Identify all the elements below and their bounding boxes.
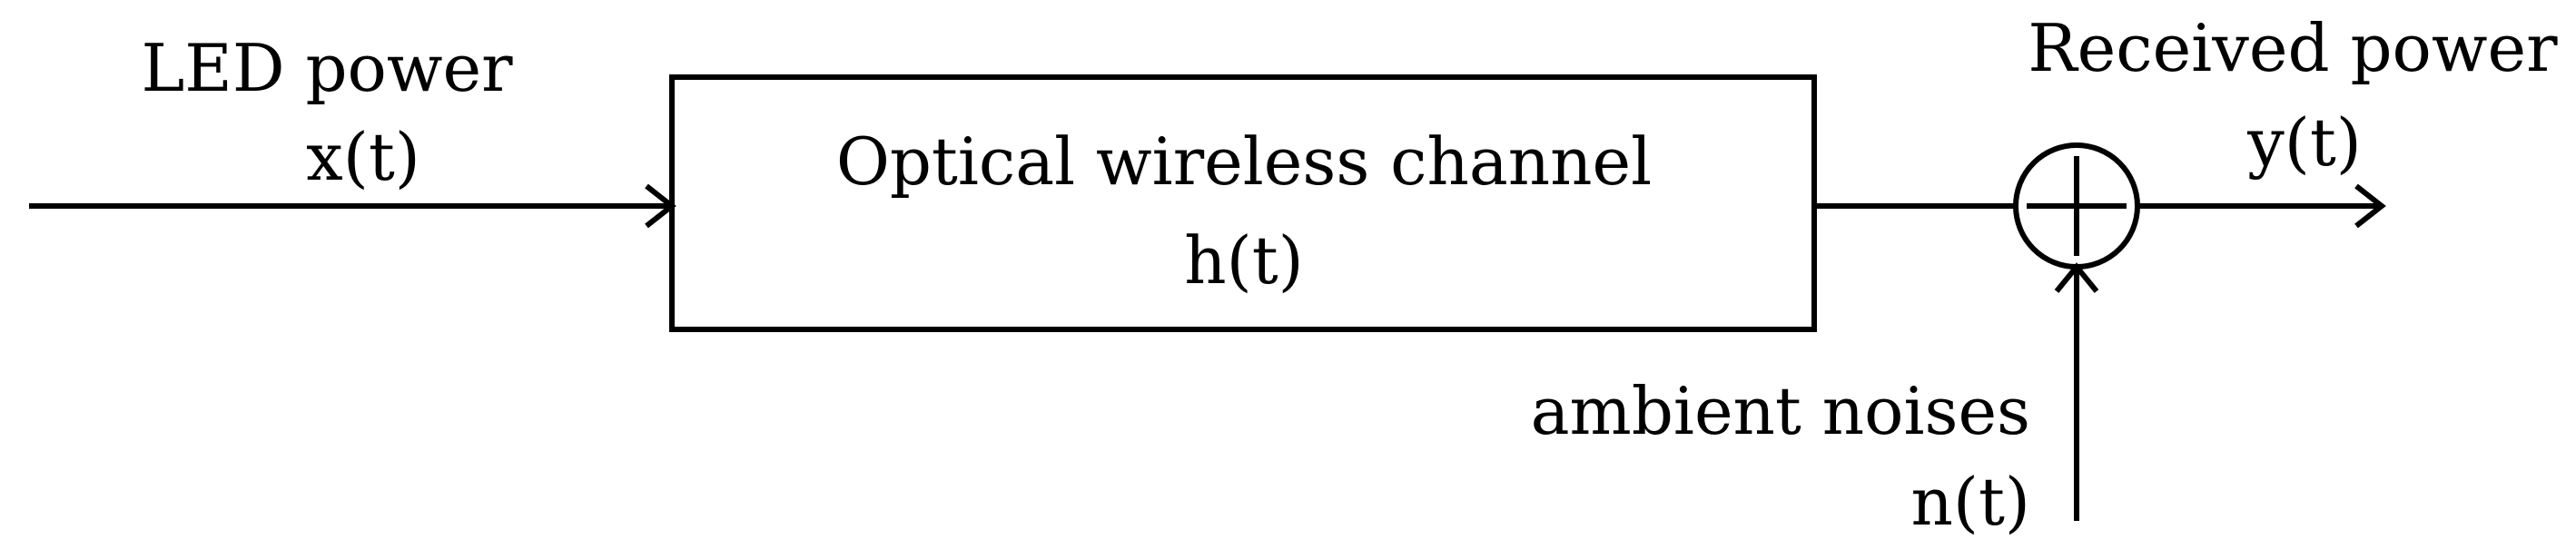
input-label: LED power [141, 30, 513, 106]
output-signal: y(t) [2246, 104, 2362, 181]
noise-arrow [2054, 262, 2099, 521]
output-label: Received power [2028, 10, 2558, 86]
noise-signal: n(t) [1911, 464, 2030, 540]
output-arrow [2137, 183, 2386, 229]
summing-junction [2013, 142, 2140, 270]
channel-label: Optical wireless channel [836, 123, 1652, 200]
channel-signal: h(t) [1184, 222, 1303, 299]
input-signal: x(t) [306, 119, 420, 195]
noise-label: ambient noises [1531, 373, 2030, 449]
